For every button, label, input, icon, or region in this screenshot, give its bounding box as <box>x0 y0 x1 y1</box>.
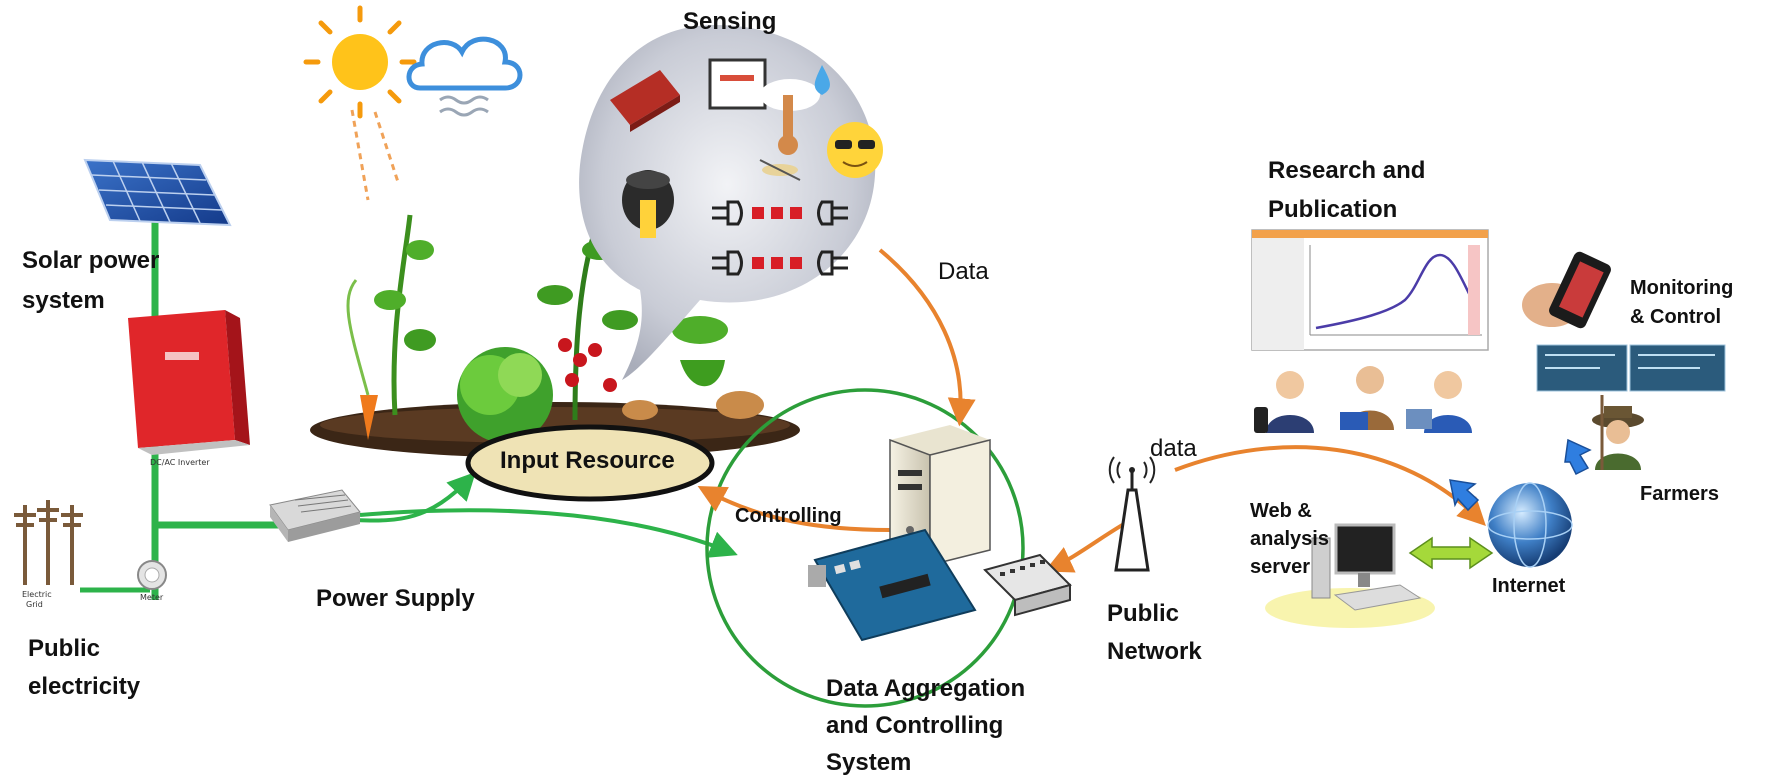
label-public-electricity-1: Public <box>28 635 101 662</box>
connector-icon <box>712 200 848 276</box>
power-pole-icon <box>14 500 83 585</box>
power-arrows <box>354 471 738 558</box>
thermometer-display-icon <box>708 58 767 110</box>
label-controlling: Controlling <box>735 505 842 527</box>
label-sensing: Sensing <box>683 8 777 35</box>
label-aggregation-1: Data Aggregation <box>826 675 1026 702</box>
label-public-electricity-2: electricity <box>28 673 141 700</box>
power-supply-icon <box>269 489 361 542</box>
globe-icon <box>1487 482 1573 568</box>
label-public-network-1: Public <box>1107 600 1180 627</box>
cloud-icon <box>406 36 523 117</box>
upload-arrow-icon <box>1449 438 1592 512</box>
computer-server-icon <box>1265 523 1435 628</box>
label-research-1: Research and <box>1268 157 1426 184</box>
sun-sensor-icon <box>827 122 883 178</box>
label-internet: Internet <box>1492 575 1566 597</box>
solar-panel-icon <box>83 158 232 227</box>
farmer-icon <box>1592 395 1644 470</box>
antenna-icon <box>1108 456 1156 572</box>
chart-screen-icon <box>1251 229 1489 351</box>
notification-panels-icon <box>1536 344 1726 392</box>
server-tower-icon <box>889 425 991 567</box>
meter-icon <box>137 560 167 590</box>
label-web-3: server <box>1250 556 1311 578</box>
sensor-bubble-icon <box>579 25 883 380</box>
sun-rays-icon <box>350 109 400 201</box>
network-switch-icon <box>983 553 1072 617</box>
inverter-icon <box>128 310 250 455</box>
label-aggregation-3: System <box>826 749 912 776</box>
meter-caption: Meter <box>140 593 164 602</box>
sun-icon <box>303 5 417 119</box>
label-aggregation-2: and Controlling <box>826 712 1004 739</box>
label-web-2: analysis <box>1250 528 1329 550</box>
label-data-right: data <box>1150 435 1197 462</box>
label-research-2: Publication <box>1268 196 1398 223</box>
soil-sensor-icon <box>622 170 674 238</box>
input-resource-ellipse <box>465 424 715 502</box>
insect-sensor-icon <box>759 159 801 181</box>
aggregation-circle <box>705 388 1025 708</box>
label-monitoring-2: & Control <box>1630 306 1722 328</box>
arduino-board-icon <box>808 528 977 642</box>
label-data-top: Data <box>938 258 989 285</box>
label-public-network-2: Network <box>1107 638 1202 665</box>
weather-sensor-icon <box>760 65 830 155</box>
label-input-resource: Input Resource <box>500 447 675 474</box>
connector-link-icon <box>752 207 802 269</box>
researchers-icon <box>1254 366 1472 433</box>
smartphone-icon <box>1522 251 1611 329</box>
label-power-supply: Power Supply <box>316 585 475 612</box>
grid-caption-2: Grid <box>26 600 43 609</box>
inverter-caption: DC/AC Inverter <box>150 458 210 467</box>
grid-caption-1: Electric <box>22 590 52 599</box>
label-monitoring-1: Monitoring <box>1630 277 1734 299</box>
label-solar-1: Solar power <box>22 247 160 274</box>
bidirectional-arrow-icon <box>1408 536 1494 570</box>
label-web-1: Web & <box>1250 500 1312 522</box>
label-solar-2: system <box>22 287 105 314</box>
label-farmers: Farmers <box>1640 483 1719 505</box>
sensor-board-icon <box>610 70 680 132</box>
